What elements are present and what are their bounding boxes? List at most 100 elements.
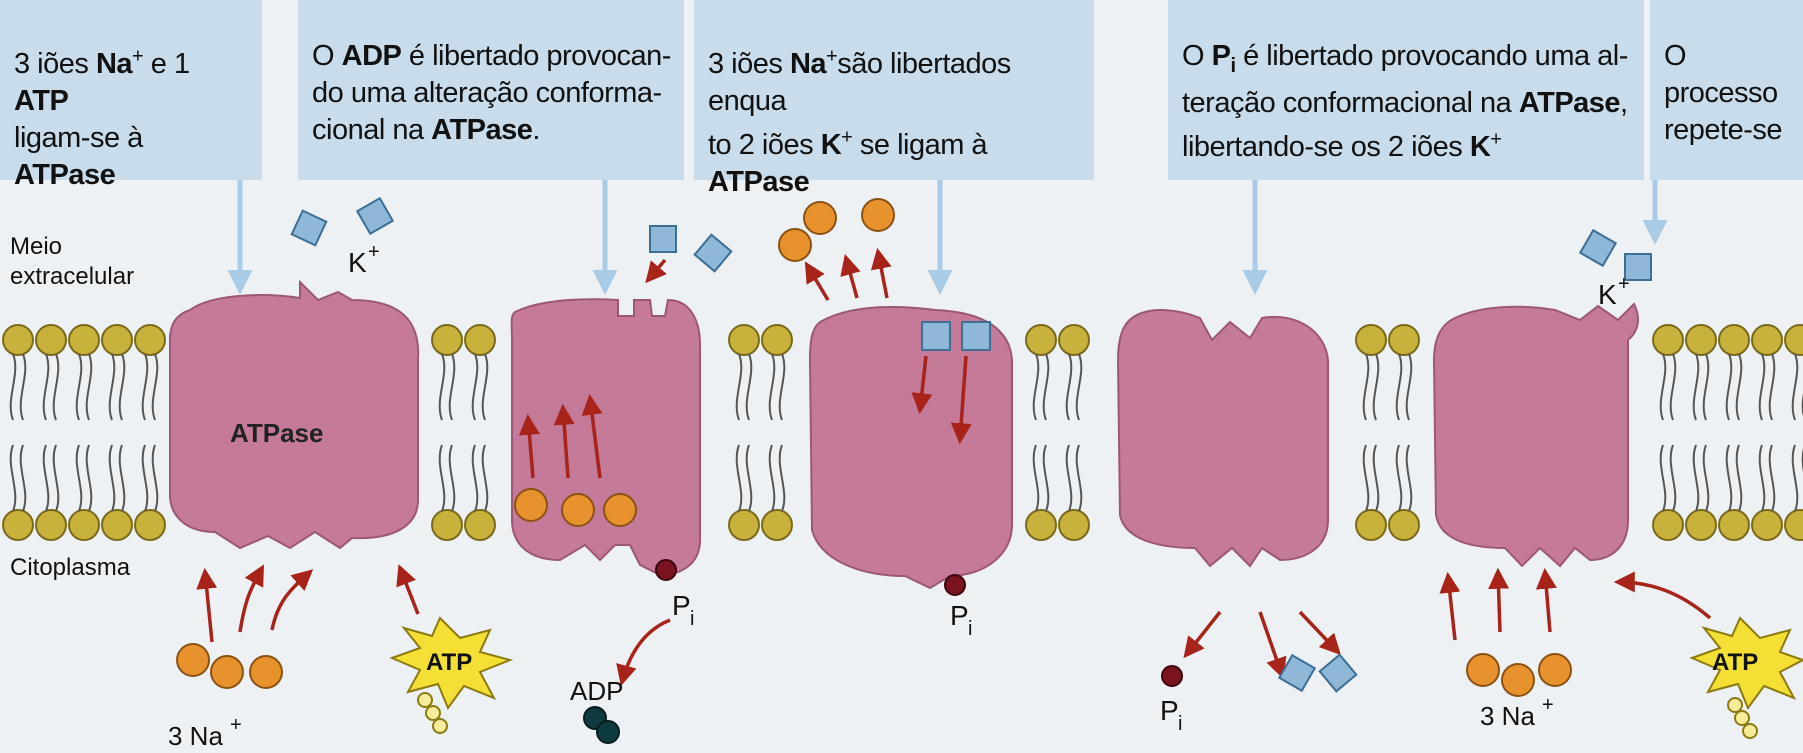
- lipid-tail: [1065, 353, 1073, 421]
- svg-text:K: K: [348, 247, 367, 278]
- lipid-head: [1751, 324, 1783, 356]
- sodium-ion: [803, 201, 837, 235]
- potassium-ion: [290, 209, 328, 247]
- lipid-head: [728, 509, 760, 541]
- atpase-2: [510, 298, 701, 577]
- svg-text:+: +: [1618, 273, 1630, 295]
- three-na-label-2: 3 Na +: [1480, 694, 1554, 731]
- lipid-head: [1025, 509, 1057, 541]
- lipid-head: [2, 509, 34, 541]
- k-plus-label-2: K +: [1598, 273, 1630, 310]
- lipid-tail: [1395, 444, 1403, 512]
- lipid-tail: [42, 444, 50, 512]
- lipid-head: [1718, 509, 1750, 541]
- atp-burst-2: [1689, 616, 1803, 739]
- lipid-tail: [1659, 444, 1667, 512]
- lipid-tail: [1702, 353, 1710, 421]
- lipid-tail: [19, 444, 27, 512]
- lipid-tail: [1725, 444, 1733, 512]
- lipid-tail: [75, 353, 83, 421]
- lipid-tail: [438, 444, 446, 512]
- atpase-proteins: [169, 279, 1639, 590]
- lipid-head: [101, 509, 133, 541]
- lipid-tail: [75, 444, 83, 512]
- lipid-tail: [1735, 353, 1743, 421]
- lipid-tail: [1758, 353, 1766, 421]
- caption-step-1-text: 3 iões Na+ e 1 ATP ligam-se à ATPase: [14, 45, 190, 191]
- lipid-head: [1652, 509, 1684, 541]
- sodium-ion: [1466, 653, 1500, 687]
- lipid-tail: [1735, 444, 1743, 512]
- lipid-head: [761, 324, 793, 356]
- lipid-tail: [471, 353, 479, 421]
- svg-text:+: +: [230, 714, 242, 736]
- lipid-head: [134, 324, 166, 356]
- lipid-tail: [768, 444, 776, 512]
- lipid-tail: [768, 353, 776, 421]
- potassium-ion: [649, 225, 677, 253]
- lipid-tail: [151, 353, 159, 421]
- lipid-tail: [1791, 353, 1799, 421]
- caption-pointer-arrows: [227, 180, 1668, 295]
- potassium-ion: [1624, 253, 1652, 281]
- lipid-tail: [1395, 353, 1403, 421]
- svg-text:P: P: [1160, 695, 1179, 726]
- sodium-ion: [514, 488, 548, 522]
- lipid-tail: [9, 444, 17, 512]
- lipid-head: [761, 509, 793, 541]
- caption-step-3-text: 3 iões Na+são libertados enqua to 2 iões…: [708, 45, 1011, 199]
- lipid-head: [1784, 324, 1803, 356]
- potassium-ions: [290, 196, 1652, 693]
- lipid-tail: [151, 444, 159, 512]
- lipid-tail: [85, 444, 93, 512]
- sodium-ion: [778, 228, 812, 262]
- svg-text:+: +: [1542, 694, 1554, 716]
- lipid-head: [1718, 324, 1750, 356]
- lipid-head: [728, 324, 760, 356]
- lipid-tail: [1405, 353, 1413, 421]
- atpase-3: [808, 306, 1013, 590]
- lipid-tail: [1042, 444, 1050, 512]
- lipid-head: [1025, 324, 1057, 356]
- lipid-tail: [448, 444, 456, 512]
- atp-burst-1: [389, 616, 514, 734]
- sodium-ion: [861, 198, 895, 232]
- lipid-tail: [1768, 444, 1776, 512]
- lipid-tail: [1758, 444, 1766, 512]
- lipid-tail: [9, 353, 17, 421]
- lipid-tail: [1692, 444, 1700, 512]
- lipid-tail: [1725, 353, 1733, 421]
- atpase-label: ATPase: [230, 418, 323, 448]
- caption-step-1: 3 iões Na+ e 1 ATP ligam-se à ATPase: [0, 0, 262, 191]
- sodium-ion: [561, 493, 595, 527]
- pi-label-1: P i: [672, 590, 694, 630]
- lipid-tail: [1372, 353, 1380, 421]
- lipid-tail: [1032, 444, 1040, 512]
- lipid-head: [1652, 324, 1684, 356]
- lipid-tail: [42, 353, 50, 421]
- lipid-head: [1388, 509, 1420, 541]
- lipid-tail: [745, 444, 753, 512]
- svg-text:P: P: [672, 590, 691, 621]
- caption-step-5-text: O processo repete-se: [1664, 40, 1783, 146]
- potassium-ion: [693, 233, 733, 273]
- potassium-ion: [1578, 228, 1618, 268]
- lipid-head: [1685, 509, 1717, 541]
- caption-step-4: O Pi é libertado provocando uma al- tera…: [1168, 0, 1644, 180]
- lipid-head: [1784, 509, 1803, 541]
- lipid-tail: [1075, 353, 1083, 421]
- lipid-head: [35, 509, 67, 541]
- pi-label-2: P i: [950, 600, 972, 640]
- lipid-tail: [448, 353, 456, 421]
- potassium-ion: [1318, 653, 1358, 693]
- lipid-head: [464, 324, 496, 356]
- k-plus-label-1: K +: [348, 241, 380, 278]
- lipid-head: [101, 324, 133, 356]
- lipid-bilayer: [2, 324, 1803, 541]
- phosphate-ion: [944, 574, 966, 596]
- lipid-head: [35, 324, 67, 356]
- lipid-tail: [108, 444, 116, 512]
- lipid-head: [1058, 324, 1090, 356]
- sodium-ion: [1538, 653, 1572, 687]
